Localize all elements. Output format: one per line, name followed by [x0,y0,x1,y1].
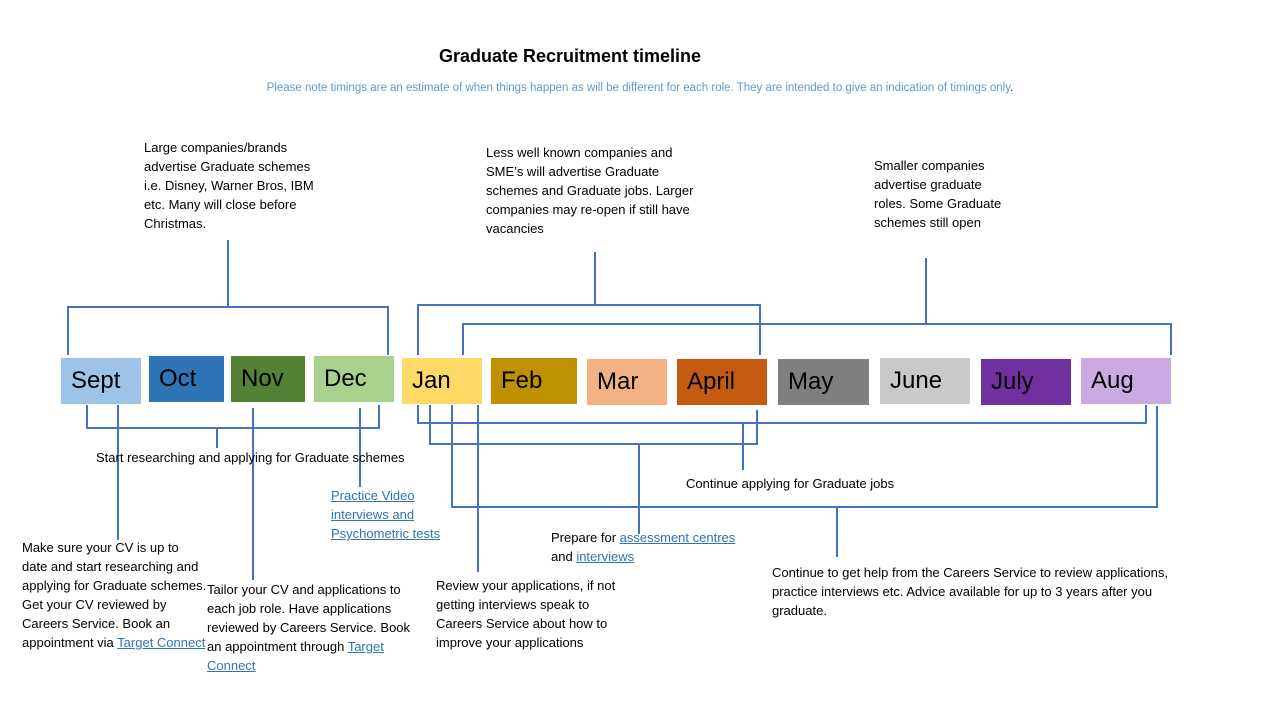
bracket-jan-aug-help [451,405,1158,557]
timing-disclaimer: Please note timings are an estimate of w… [266,82,1014,94]
month-feb: Feb [491,358,577,404]
bracket-jan-april-top [417,252,761,355]
note-continue-help: Continue to get help from the Careers Se… [772,565,1168,618]
note-practice-video: Practice Video interviews and Psychometr… [331,486,461,543]
note-prepare: Prepare for assessment centres and inter… [551,530,736,564]
page-title: Graduate Recruitment timeline [438,46,702,66]
target-connect-link-2[interactable]: Target Connect [207,639,384,673]
target-connect-link-1[interactable]: Target Connect [117,635,206,650]
month-april: April [677,359,767,405]
month-sept: Sept [61,358,141,404]
interviews-link[interactable]: interviews [576,549,635,564]
bracket-sept-dec-bottom [86,405,380,448]
month-dec: Dec [314,356,394,402]
month-july: July [981,359,1071,405]
bracket-jan-april-prepare [429,405,758,534]
note-review-applications: Review your applications, if not getting… [436,578,616,650]
bracket-sept-dec-top [67,240,389,355]
month-oct: Oct [149,356,224,402]
note-tailor-cv: Tailor your CV and applications to each … [207,582,411,673]
month-june: June [880,358,970,404]
note-continue-applying: Continue applying for Graduate jobs [686,476,895,491]
practice-video-link[interactable]: Practice Video interviews and Psychometr… [331,488,441,541]
month-may: May [778,359,869,405]
month-jan: Jan [402,358,482,404]
month-mar: Mar [587,359,667,405]
note-start-researching: Start researching and applying for Gradu… [96,450,405,465]
bracket-jan-aug-continue [417,405,1147,470]
note-large-companies: Large companies/brands advertise Graduat… [144,140,314,231]
note-less-known-companies: Less well known companies and SME’s will… [486,145,694,236]
month-aug: Aug [1081,358,1171,404]
note-smaller-companies: Smaller companies advertise graduate rol… [874,158,1002,230]
note-cv-up-to-date: Make sure your CV is up to date and star… [22,540,207,650]
assessment-centres-link[interactable]: assessment centres [619,530,736,545]
month-nov: Nov [231,356,305,402]
bracket-jan-aug-top [462,258,1172,355]
